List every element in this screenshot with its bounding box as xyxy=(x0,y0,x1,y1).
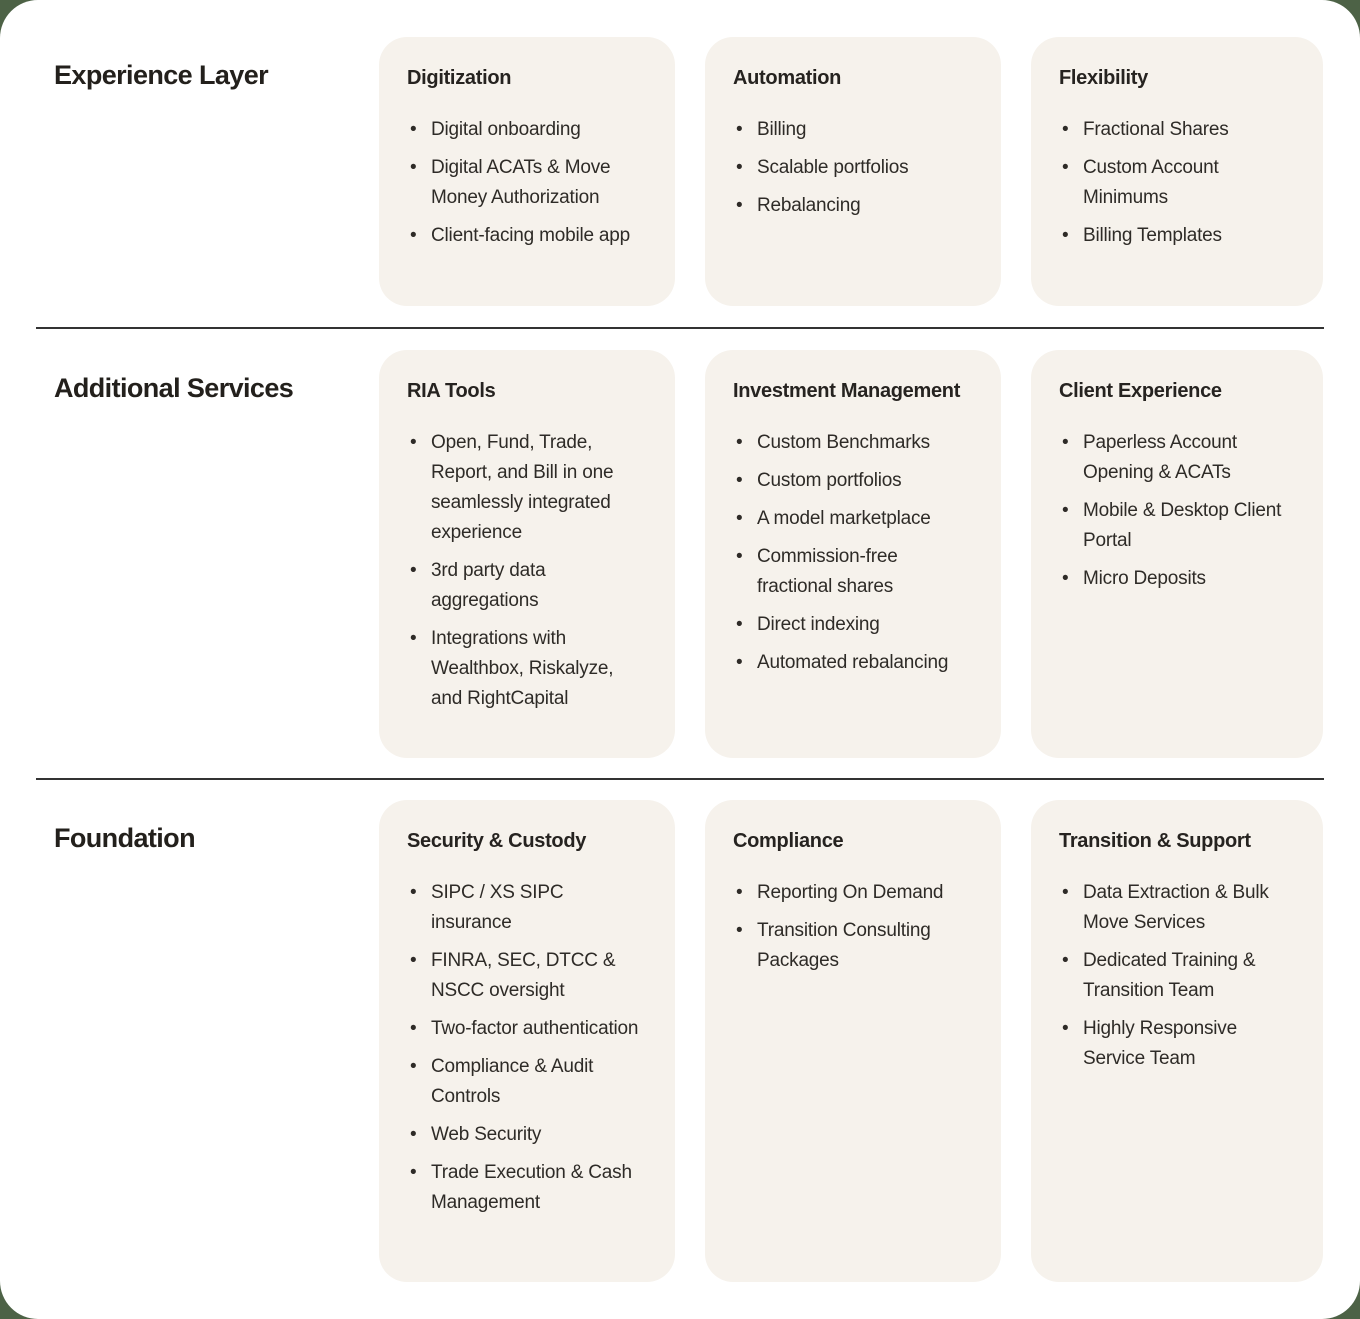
list-item: Data Extraction & Bulk Move Services xyxy=(1059,878,1295,938)
row-divider xyxy=(36,778,1324,780)
list-item: Automated rebalancing xyxy=(733,648,973,678)
list-item: 3rd party data aggregations xyxy=(407,556,647,616)
list-item: Custom Benchmarks xyxy=(733,428,973,458)
list-item: FINRA, SEC, DTCC & NSCC oversight xyxy=(407,946,647,1006)
card-security-custody: Security & Custody SIPC / XS SIPC insura… xyxy=(379,800,675,1282)
list-item: Digital onboarding xyxy=(407,115,647,145)
list-item: Paperless Account Opening & ACATs xyxy=(1059,428,1295,488)
bullet-list-flexibility: Fractional Shares Custom Account Minimum… xyxy=(1059,115,1295,251)
list-item: Billing xyxy=(733,115,973,145)
list-item: Custom Account Minimums xyxy=(1059,153,1295,213)
list-item: Open, Fund, Trade, Report, and Bill in o… xyxy=(407,428,647,548)
section-label-additional-services: Additional Services xyxy=(54,373,294,403)
list-item: Rebalancing xyxy=(733,191,973,221)
card-title-automation: Automation xyxy=(733,67,842,89)
bullet-list-investment-management: Custom Benchmarks Custom portfolios A mo… xyxy=(733,428,973,678)
card-title-compliance: Compliance xyxy=(733,830,844,852)
list-item: Highly Responsive Service Team xyxy=(1059,1014,1295,1074)
bullet-list-ria-tools: Open, Fund, Trade, Report, and Bill in o… xyxy=(407,428,647,714)
bullet-list-automation: Billing Scalable portfolios Rebalancing xyxy=(733,115,973,221)
card-investment-management: Investment Management Custom Benchmarks … xyxy=(705,350,1001,758)
list-item: Micro Deposits xyxy=(1059,564,1295,594)
list-item: Integrations with Wealthbox, Riskalyze, … xyxy=(407,624,647,714)
bullet-list-digitization: Digital onboarding Digital ACATs & Move … xyxy=(407,115,647,251)
card-title-transition-support: Transition & Support xyxy=(1059,830,1251,852)
list-item: Transition Consulting Packages xyxy=(733,916,973,976)
bullet-list-client-experience: Paperless Account Opening & ACATs Mobile… xyxy=(1059,428,1295,594)
list-item: Mobile & Desktop Client Portal xyxy=(1059,496,1295,556)
card-flexibility: Flexibility Fractional Shares Custom Acc… xyxy=(1031,37,1323,306)
list-item: Fractional Shares xyxy=(1059,115,1295,145)
section-additional-services: Additional Services RIA Tools Open, Fund… xyxy=(0,329,1360,758)
section-label-foundation: Foundation xyxy=(54,823,196,853)
card-compliance: Compliance Reporting On Demand Transitio… xyxy=(705,800,1001,1282)
list-item: Reporting On Demand xyxy=(733,878,973,908)
row-divider xyxy=(36,327,1324,329)
bullet-list-transition-support: Data Extraction & Bulk Move Services Ded… xyxy=(1059,878,1295,1074)
card-title-digitization: Digitization xyxy=(407,67,512,89)
list-item: Digital ACATs & Move Money Authorization xyxy=(407,153,647,213)
list-item: Trade Execution & Cash Management xyxy=(407,1158,647,1218)
list-item: Two-factor authentication xyxy=(407,1014,647,1044)
list-item: Commission-free fractional shares xyxy=(733,542,973,602)
section-experience-layer: Experience Layer Digitization Digital on… xyxy=(0,0,1360,306)
card-automation: Automation Billing Scalable portfolios R… xyxy=(705,37,1001,306)
card-title-flexibility: Flexibility xyxy=(1059,67,1148,89)
list-item: Client-facing mobile app xyxy=(407,221,647,251)
list-item: Custom portfolios xyxy=(733,466,973,496)
card-digitization: Digitization Digital onboarding Digital … xyxy=(379,37,675,306)
list-item: Compliance & Audit Controls xyxy=(407,1052,647,1112)
list-item: A model marketplace xyxy=(733,504,973,534)
bullet-list-security-custody: SIPC / XS SIPC insurance FINRA, SEC, DTC… xyxy=(407,878,647,1218)
card-title-client-experience: Client Experience xyxy=(1059,380,1222,402)
card-title-ria-tools: RIA Tools xyxy=(407,380,496,402)
card-transition-support: Transition & Support Data Extraction & B… xyxy=(1031,800,1323,1282)
card-client-experience: Client Experience Paperless Account Open… xyxy=(1031,350,1323,758)
list-item: Billing Templates xyxy=(1059,221,1295,251)
list-item: Scalable portfolios xyxy=(733,153,973,183)
list-item: Direct indexing xyxy=(733,610,973,640)
list-item: Dedicated Training & Transition Team xyxy=(1059,946,1295,1006)
section-label-experience-layer: Experience Layer xyxy=(54,60,269,90)
card-title-security-custody: Security & Custody xyxy=(407,830,587,852)
card-title-investment-management: Investment Management xyxy=(733,380,961,402)
list-item: SIPC / XS SIPC insurance xyxy=(407,878,647,938)
list-item: Web Security xyxy=(407,1120,647,1150)
section-foundation: Foundation Security & Custody SIPC / XS … xyxy=(0,780,1360,1282)
bullet-list-compliance: Reporting On Demand Transition Consultin… xyxy=(733,878,973,976)
card-ria-tools: RIA Tools Open, Fund, Trade, Report, and… xyxy=(379,350,675,758)
